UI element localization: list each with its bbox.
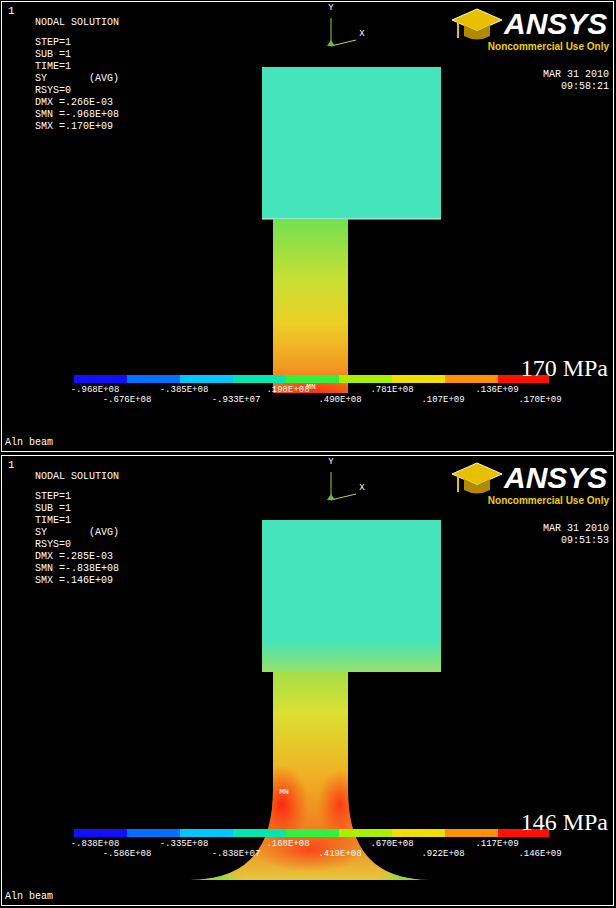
colorbar-value: -.968E+08	[71, 386, 120, 395]
axis-triad	[327, 472, 356, 500]
contour-colorbar	[74, 375, 549, 383]
solution-info: SMX =.170E+09	[35, 122, 113, 132]
solution-info: SMN =-.968E+08	[35, 110, 119, 120]
plot-heading: NODAL SOLUTION	[35, 472, 119, 482]
colorbar-value: .922E+08	[421, 850, 464, 859]
solution-info: TIME=1	[35, 62, 71, 72]
solution-info: RSYS=0	[35, 86, 71, 96]
stress-annotation: 146 MPa	[521, 810, 608, 834]
colorbar-value: .490E+08	[318, 396, 361, 405]
license-note: Noncommercial Use Only	[488, 42, 609, 52]
logo-text: ANSYS	[504, 9, 607, 39]
colorbar-value: -.933E+07	[212, 396, 261, 405]
solution-info: DMX =.266E-03	[35, 98, 113, 108]
beam-model	[262, 67, 441, 418]
plot-heading: NODAL SOLUTION	[35, 18, 119, 28]
colorbar-value: .781E+08	[370, 386, 413, 395]
solution-info: SY (AVG)	[35, 528, 119, 538]
window-number: 1	[8, 6, 15, 17]
colorbar-value: -.385E+08	[160, 386, 209, 395]
plot-title: Aln beam	[5, 438, 53, 448]
plot-title: Aln beam	[5, 892, 53, 902]
axis-label: Y	[328, 458, 333, 467]
solution-info: SUB =1	[35, 50, 71, 60]
plot-date: MAR 31 2010	[543, 524, 609, 534]
solution-info: SMX =.146E+09	[35, 576, 113, 586]
colorbar-value: -.838E+08	[71, 840, 120, 849]
colorbar-value: -.676E+08	[103, 396, 152, 405]
solution-info: STEP=1	[35, 38, 71, 48]
colorbar-value: -.586E+08	[103, 850, 152, 859]
window-number: 1	[8, 460, 15, 471]
plot-time: 09:58:21	[561, 82, 609, 92]
solution-info: RSYS=0	[35, 540, 71, 550]
colorbar-value: .670E+08	[370, 840, 413, 849]
colorbar-value: .198E+08	[266, 386, 309, 395]
logo-cap	[452, 463, 502, 494]
colorbar-value: .107E+09	[421, 396, 464, 405]
contour-colorbar	[74, 829, 549, 837]
axis-triad	[327, 18, 356, 46]
axis-label: X	[359, 484, 364, 493]
solution-info: DMX =.285E-03	[35, 552, 113, 562]
colorbar-value: .168E+08	[266, 840, 309, 849]
colorbar-value: .117E+09	[475, 840, 518, 849]
solution-info: SMN =-.838E+08	[35, 564, 119, 574]
colorbar-value: .170E+09	[518, 396, 561, 405]
axis-label: Y	[328, 4, 333, 13]
axis-label: X	[359, 30, 364, 39]
plot-date: MAR 31 2010	[543, 70, 609, 80]
panel-frame	[2, 456, 614, 906]
solution-info: SY (AVG)	[35, 74, 119, 84]
plot-time: 09:51:53	[561, 536, 609, 546]
colorbar-value: .146E+09	[518, 850, 561, 859]
colorbar-value: -.838E+07	[212, 850, 261, 859]
solution-info: SUB =1	[35, 504, 71, 514]
min-marker: MN	[279, 788, 289, 796]
colorbar-value: -.335E+08	[160, 840, 209, 849]
logo-cap	[452, 9, 502, 40]
logo-text: ANSYS	[504, 463, 607, 493]
colorbar-value: .136E+09	[475, 386, 518, 395]
solution-info: TIME=1	[35, 516, 71, 526]
solution-info: STEP=1	[35, 492, 71, 502]
panel-frame	[2, 2, 614, 452]
stress-annotation: 170 MPa	[521, 356, 608, 380]
license-note: Noncommercial Use Only	[488, 496, 609, 506]
colorbar-value: .419E+08	[318, 850, 361, 859]
